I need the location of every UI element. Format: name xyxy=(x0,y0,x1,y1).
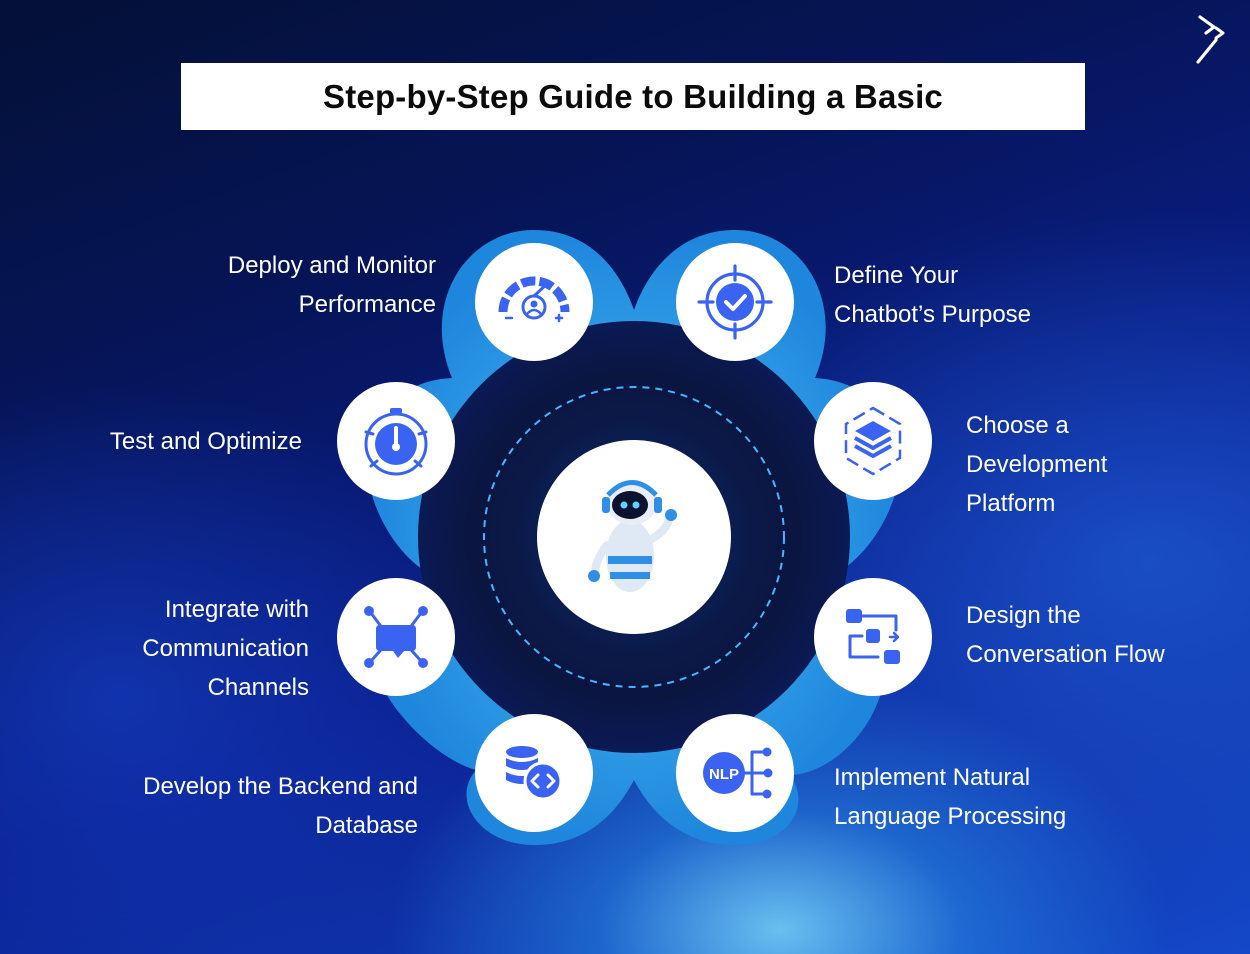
step-1-label-line-1: Define Your xyxy=(834,262,959,289)
center-circle xyxy=(537,440,731,634)
page-title: Step-by-Step Guide to Building a Basic xyxy=(323,77,943,115)
gauge-user-icon xyxy=(498,276,570,323)
target-check-icon xyxy=(697,264,773,340)
step-4-label: Implement Natural Language Processing xyxy=(834,758,1066,836)
step-6-label: Integrate with Communication Channels xyxy=(142,590,309,707)
step-8-circle xyxy=(475,243,593,361)
stopwatch-icon xyxy=(364,408,428,476)
step-2-label-line-2: Development xyxy=(966,451,1108,478)
flow-icon xyxy=(846,609,900,664)
step-7-label-line-1: Test and Optimize xyxy=(109,428,302,455)
step-2-label-line-1: Choose a xyxy=(966,412,1069,439)
step-6-label-line-2: Communication xyxy=(142,635,309,662)
step-2-circle xyxy=(814,382,932,500)
step-7-circle xyxy=(337,382,455,500)
brand-logo xyxy=(1196,15,1225,64)
step-8-label-line-1: Deploy and Monitor xyxy=(227,252,436,279)
chat-network-icon xyxy=(364,606,428,668)
step-1-label: Define Your Chatbot’s Purpose xyxy=(834,256,1031,334)
step-5-circle xyxy=(475,714,593,832)
step-6-label-line-1: Integrate with xyxy=(164,596,309,623)
step-4-circle: NLP xyxy=(676,714,794,832)
step-4-label-line-2: Language Processing xyxy=(834,803,1067,830)
dashed-orbit xyxy=(483,386,785,688)
step-3-circle xyxy=(814,578,932,696)
title-banner: Step-by-Step Guide to Building a Basic xyxy=(181,63,1085,130)
layers-icon xyxy=(844,406,902,476)
nlp-icon-label: NLP xyxy=(709,766,739,783)
step-2-label: Choose a Development Platform xyxy=(966,406,1107,523)
step-2-label-line-3: Platform xyxy=(966,490,1056,517)
step-1-label-line-2: Chatbot’s Purpose xyxy=(834,301,1032,328)
step-3-label: Design the Conversation Flow xyxy=(966,596,1165,674)
step-7-label: Test and Optimize xyxy=(110,422,302,461)
database-code-icon xyxy=(506,746,563,801)
step-5-label-line-1: Develop the Backend and xyxy=(143,773,418,800)
step-6-circle xyxy=(337,578,455,696)
step-4-label-line-1: Implement Natural xyxy=(834,764,1031,791)
nlp-icon: NLP xyxy=(703,747,773,799)
step-6-label-line-3: Channels xyxy=(207,674,309,701)
step-3-label-line-2: Conversation Flow xyxy=(966,641,1165,668)
step-1-circle xyxy=(676,243,794,361)
step-8-label-line-2: Performance xyxy=(298,291,436,318)
step-8-label: Deploy and Monitor Performance xyxy=(228,246,436,324)
robot-icon xyxy=(588,480,677,592)
step-5-label-line-2: Database xyxy=(315,812,418,839)
step-5-label: Develop the Backend and Database xyxy=(143,767,418,845)
step-3-label-line-1: Design the xyxy=(966,602,1081,629)
